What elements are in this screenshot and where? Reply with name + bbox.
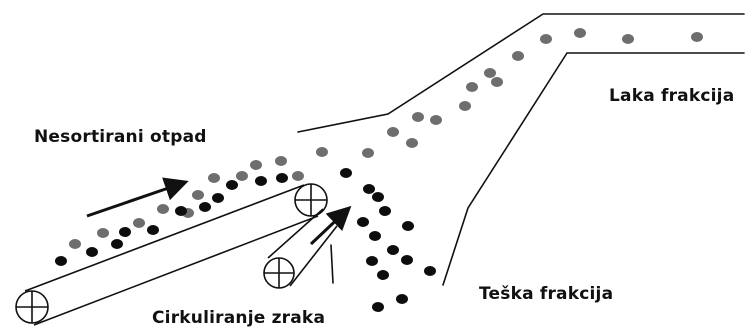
heavy-particle (363, 184, 375, 194)
light-particle (275, 156, 287, 166)
feed-direction-arrow (86, 177, 189, 218)
light-particle (406, 138, 418, 148)
light-particle (362, 148, 374, 158)
heavy-particle (255, 176, 267, 186)
light-fraction-label: Laka frakcija (609, 86, 735, 106)
light-particle (208, 173, 220, 183)
light-particle (69, 239, 81, 249)
heavy-particle (175, 206, 187, 216)
unsorted-waste-label: Nesortirani otpad (34, 127, 207, 147)
conveyor-belt (15, 183, 328, 326)
heavy-particle (402, 221, 414, 231)
heavy-fraction-particles (55, 168, 436, 312)
light-particle (459, 101, 471, 111)
light-particle (133, 218, 145, 228)
heavy-particle (401, 255, 413, 265)
air-nozzle-side-wall (330, 244, 334, 284)
light-fraction-particles (69, 28, 703, 249)
heavy-particle (372, 192, 384, 202)
light-particle (97, 228, 109, 238)
conveyor-belt-bottom (33, 215, 319, 326)
separator-housing (297, 13, 745, 286)
heavy-particle (369, 231, 381, 241)
light-particle (491, 77, 503, 87)
light-particle (622, 34, 634, 44)
heavy-particle (226, 180, 238, 190)
light-particle (316, 147, 328, 157)
conveyor-belt-top (24, 184, 305, 292)
light-particle (484, 68, 496, 78)
heavy-particle (340, 168, 352, 178)
heavy-particle (396, 294, 408, 304)
heavy-fraction-label: Teška frakcija (479, 284, 614, 304)
upper-duct-bottom-wall (442, 52, 745, 286)
light-particle (157, 204, 169, 214)
light-particle (540, 34, 552, 44)
heavy-particle (366, 256, 378, 266)
heavy-particle (119, 227, 131, 237)
light-particle (387, 127, 399, 137)
heavy-particle (55, 256, 67, 266)
heavy-particle (424, 266, 436, 276)
heavy-particle (377, 270, 389, 280)
heavy-particle (111, 239, 123, 249)
light-particle (691, 32, 703, 42)
heavy-particle (387, 245, 399, 255)
light-particle (430, 115, 442, 125)
heavy-particle (147, 225, 159, 235)
light-particle (574, 28, 586, 38)
light-particle (236, 171, 248, 181)
upper-duct-top-wall (297, 13, 745, 133)
air-flow-arrow (309, 205, 352, 246)
heavy-particle (276, 173, 288, 183)
light-particle (512, 51, 524, 61)
heavy-particle (357, 217, 369, 227)
heavy-particle (372, 302, 384, 312)
light-particle (292, 171, 304, 181)
light-particle (466, 82, 478, 92)
heavy-particle (199, 202, 211, 212)
light-particle (192, 190, 204, 200)
heavy-particle (86, 247, 98, 257)
air-circulation-label: Cirkuliranje zraka (152, 308, 326, 328)
heavy-particle (379, 206, 391, 216)
heavy-particle (212, 193, 224, 203)
light-particle (412, 112, 424, 122)
air-nozzle (263, 208, 338, 289)
light-particle (250, 160, 262, 170)
